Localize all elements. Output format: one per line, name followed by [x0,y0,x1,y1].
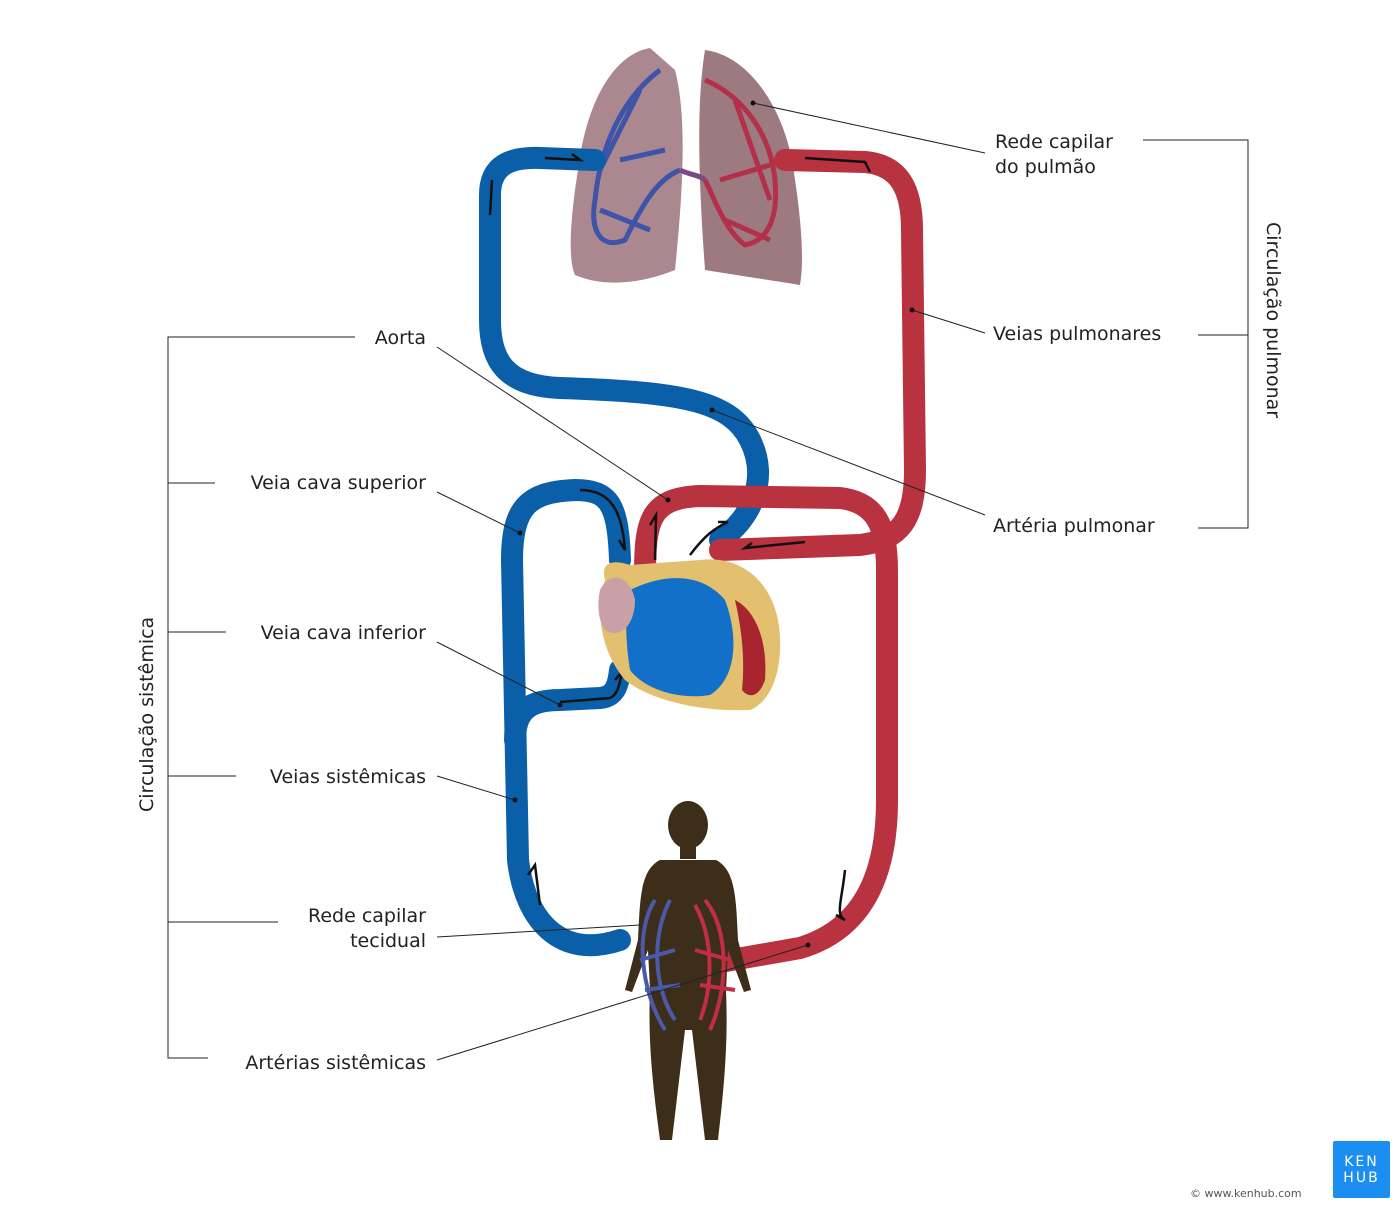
label-lung-capillaries-2: do pulmão [995,156,1096,178]
label-inferior-vena-cava: Veia cava inferior [261,622,427,644]
leader-dots [512,100,915,948]
label-systemic-veins: Veias sistêmicas [270,766,426,788]
label-superior-vena-cava: Veia cava superior [251,472,427,494]
pulmonary-artery-vessel [479,146,769,551]
tissue-capillaries [639,898,736,1032]
label-lung-capillaries-1: Rede capilar [995,131,1113,153]
heart [598,559,781,711]
logo-line-1: KEN [1344,1153,1379,1170]
label-aorta: Aorta [375,327,426,349]
logo-line-2: HUB [1343,1169,1380,1186]
leader-lines [167,102,1249,1061]
copyright: © www.kenhub.com [1190,1187,1302,1200]
inferior-vena-cava-vessel [504,659,631,751]
group-systemic-circulation: Circulação sistêmica [136,617,158,812]
label-pulmonary-artery: Artéria pulmonar [993,515,1155,537]
label-tissue-capillaries-2: tecidual [350,930,426,952]
label-pulmonary-veins: Veias pulmonares [993,323,1161,345]
group-pulmonary-circulation: Circulação pulmonar [1262,222,1284,418]
flow-arrows [488,153,872,922]
kenhub-logo: KEN HUB [1333,1141,1390,1198]
lungs [570,48,803,285]
label-systemic-arteries: Artérias sistêmicas [245,1052,426,1074]
superior-vena-cava-vessel [501,479,631,957]
label-tissue-capillaries-1: Rede capilar [308,905,426,927]
